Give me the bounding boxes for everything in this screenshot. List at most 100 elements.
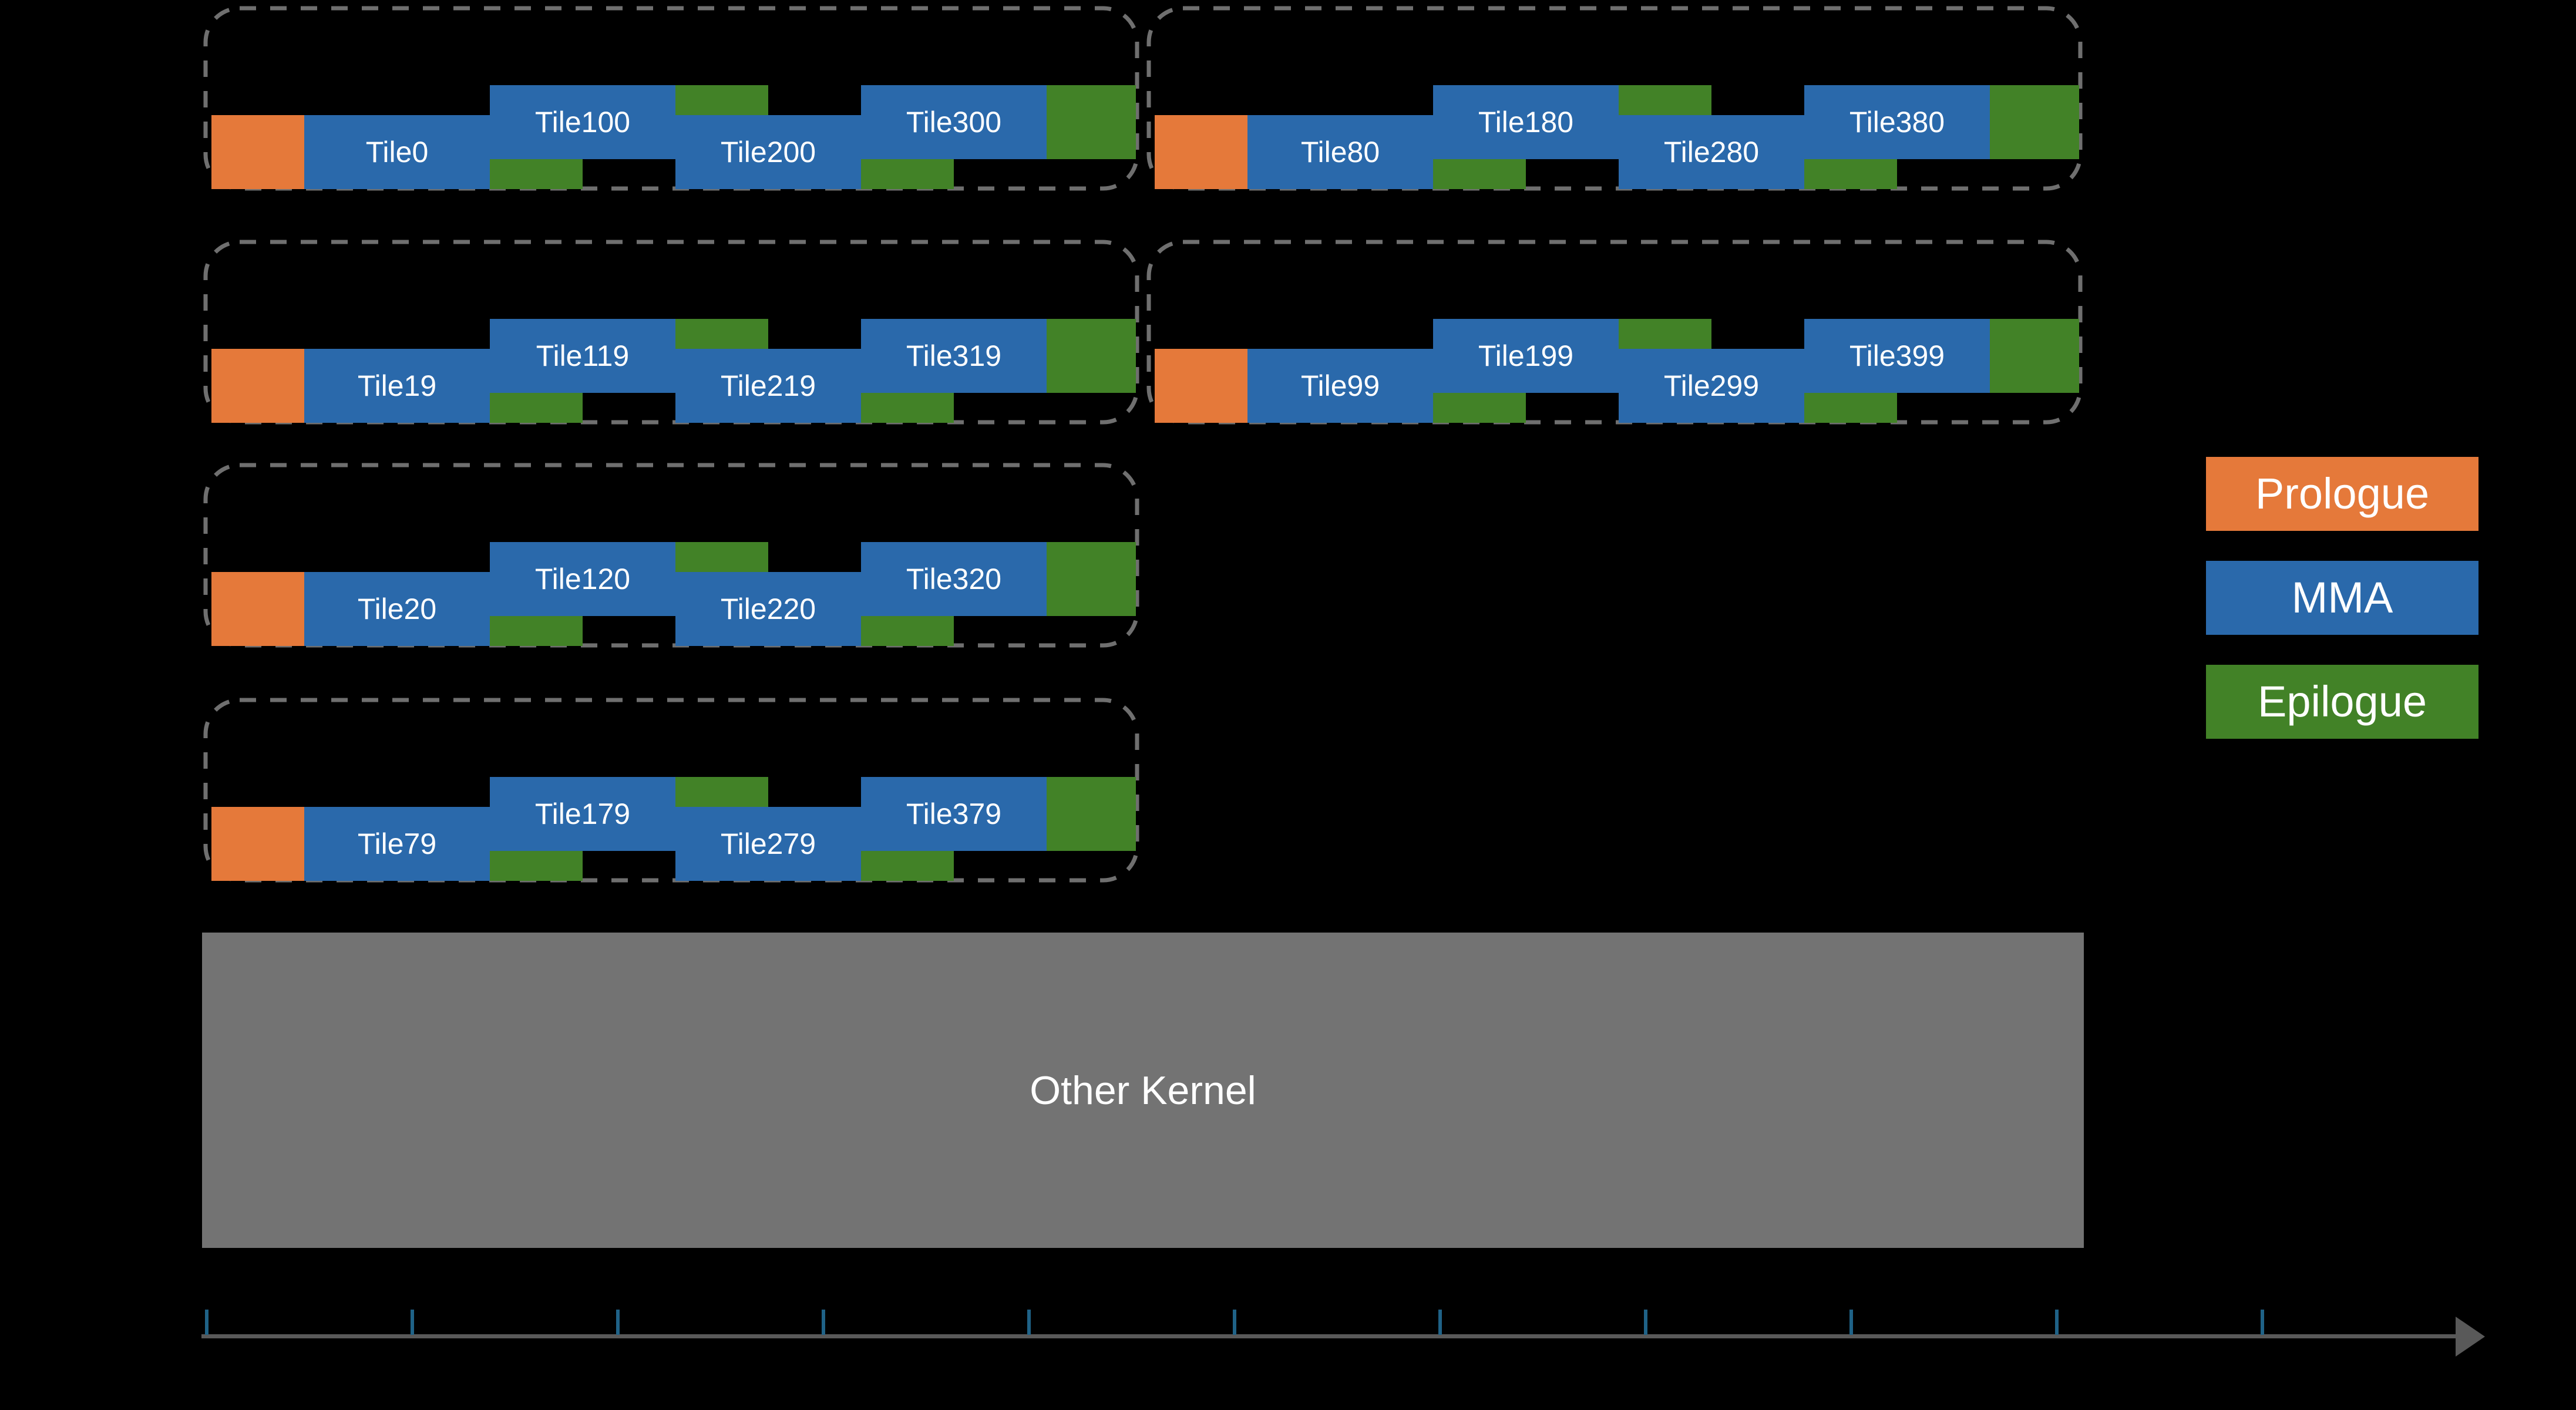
time-axis-arrowhead-icon (2456, 1317, 2485, 1357)
wave-group-3: Tile19 Tile119 Tile219 Tile319 (203, 240, 1139, 425)
mma-tile-block: Tile279 (675, 807, 861, 881)
tile-label: Tile119 (536, 339, 630, 372)
wave-dashed-border (1146, 240, 2083, 425)
mma-tile-block: Tile220 (675, 572, 861, 646)
mma-tile-block: Tile180 (1433, 85, 1619, 159)
tile-label: Tile120 (534, 563, 631, 595)
epilogue-block (861, 392, 954, 423)
tile-label: Tile300 (906, 106, 1002, 139)
wave-dashed-border (203, 240, 1139, 425)
epilogue-block (490, 392, 583, 423)
mma-tile-block: Tile119 (490, 319, 675, 393)
axis-tick (1233, 1310, 1236, 1335)
tile-label: Tile200 (720, 136, 816, 169)
epilogue-block (675, 319, 768, 349)
time-axis-line (201, 1334, 2457, 1338)
wave-group-2: Tile80 Tile180 Tile280 Tile380 (1146, 6, 2083, 191)
tile-label: Tile379 (906, 797, 1002, 830)
epilogue-block (675, 777, 768, 807)
epilogue-block-final (1990, 319, 2079, 393)
tile-label: Tile179 (534, 797, 631, 830)
axis-tick (616, 1310, 620, 1335)
epilogue-block (675, 542, 768, 573)
tile-label: Tile280 (1663, 136, 1760, 169)
legend-item-prologue: Prologue (2206, 457, 2479, 531)
epilogue-block (1433, 392, 1526, 423)
tile-label: Tile220 (720, 593, 816, 625)
epilogue-block (490, 615, 583, 646)
mma-tile-block: Tile0 (304, 115, 490, 189)
tile-label: Tile399 (1849, 339, 1945, 372)
epilogue-block (861, 850, 954, 881)
epilogue-block (490, 850, 583, 881)
epilogue-block (1619, 319, 1711, 349)
axis-tick (205, 1310, 208, 1335)
legend-label-mma: MMA (2291, 573, 2393, 622)
other-kernel-label: Other Kernel (1030, 1068, 1256, 1113)
mma-tile-block: Tile19 (304, 349, 490, 423)
legend-label-epilogue: Epilogue (2257, 677, 2427, 726)
tile-label: Tile199 (1478, 339, 1574, 372)
wave-dashed-border (203, 463, 1139, 648)
epilogue-block-final (1047, 777, 1136, 851)
epilogue-block-final (1990, 85, 2079, 159)
axis-tick (1027, 1310, 1031, 1335)
epilogue-block-final (1047, 85, 1136, 159)
mma-tile-block: Tile299 (1619, 349, 1804, 423)
tile-label: Tile100 (534, 106, 631, 139)
wave-dashed-border (1146, 6, 2083, 191)
epilogue-block (861, 159, 954, 189)
mma-tile-block: Tile120 (490, 542, 675, 616)
epilogue-block (861, 615, 954, 646)
axis-tick (2055, 1310, 2059, 1335)
epilogue-block-final (1047, 319, 1136, 393)
axis-tick (1849, 1310, 1853, 1335)
tile-label: Tile19 (357, 369, 437, 402)
legend-item-mma: MMA (2206, 561, 2479, 635)
mma-tile-block: Tile320 (861, 542, 1047, 616)
prologue-block (1155, 115, 1247, 189)
tile-label: Tile319 (906, 339, 1002, 372)
tile-label: Tile0 (365, 136, 429, 169)
wave-group-4: Tile99 Tile199 Tile299 Tile399 (1146, 240, 2083, 425)
wave-group-1: Tile0 Tile100 Tile200 Tile300 (203, 6, 1139, 191)
mma-tile-block: Tile79 (304, 807, 490, 881)
axis-tick (2261, 1310, 2264, 1335)
axis-tick (1438, 1310, 1442, 1335)
tile-label: Tile380 (1849, 106, 1945, 139)
epilogue-block (675, 85, 768, 116)
prologue-block (1155, 349, 1247, 423)
tile-label: Tile80 (1300, 136, 1380, 169)
mma-tile-block: Tile20 (304, 572, 490, 646)
mma-tile-block: Tile399 (1804, 319, 1990, 393)
epilogue-block (1433, 159, 1526, 189)
mma-tile-block: Tile200 (675, 115, 861, 189)
other-kernel-block: Other Kernel (202, 933, 2084, 1248)
epilogue-block (490, 159, 583, 189)
tile-label: Tile99 (1300, 369, 1380, 402)
tile-label: Tile219 (720, 369, 816, 402)
axis-tick (1644, 1310, 1647, 1335)
tile-label: Tile320 (906, 563, 1002, 595)
wave-group-6: Tile79 Tile179 Tile279 Tile379 (203, 698, 1139, 883)
tile-label: Tile299 (1663, 369, 1760, 402)
prologue-block (211, 115, 304, 189)
legend-item-epilogue: Epilogue (2206, 665, 2479, 739)
axis-tick (822, 1310, 825, 1335)
mma-tile-block: Tile300 (861, 85, 1047, 159)
wave-group-5: Tile20 Tile120 Tile220 Tile320 (203, 463, 1139, 648)
prologue-block (211, 572, 304, 646)
epilogue-block (1804, 159, 1897, 189)
mma-tile-block: Tile219 (675, 349, 861, 423)
wave-dashed-border (203, 6, 1139, 191)
mma-tile-block: Tile80 (1247, 115, 1433, 189)
tile-label: Tile20 (357, 593, 437, 625)
tile-label: Tile180 (1478, 106, 1574, 139)
epilogue-block (1804, 392, 1897, 423)
mma-tile-block: Tile319 (861, 319, 1047, 393)
mma-tile-block: Tile379 (861, 777, 1047, 851)
wave-dashed-border (203, 698, 1139, 883)
mma-tile-block: Tile179 (490, 777, 675, 851)
axis-tick (411, 1310, 414, 1335)
mma-tile-block: Tile99 (1247, 349, 1433, 423)
